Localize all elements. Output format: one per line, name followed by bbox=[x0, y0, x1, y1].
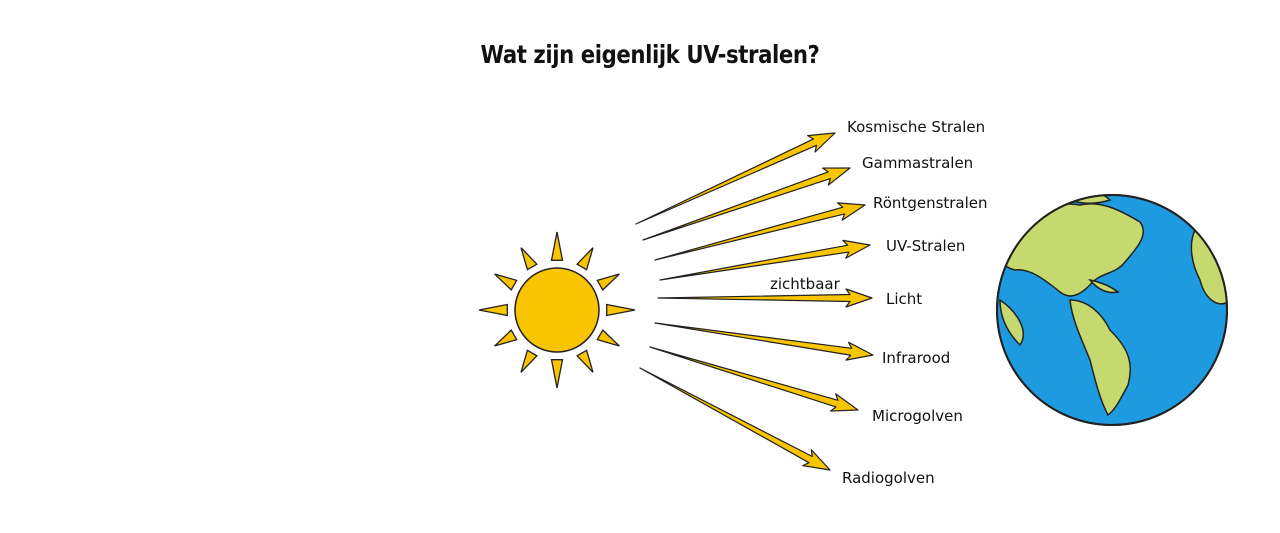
sun-ray bbox=[494, 273, 518, 291]
sun-ray bbox=[596, 329, 620, 347]
sun-ray bbox=[494, 329, 518, 347]
sun-ray bbox=[576, 349, 594, 373]
sun-ray bbox=[520, 349, 538, 373]
sun-ray bbox=[478, 303, 508, 317]
sun-ray bbox=[606, 303, 636, 317]
ray-label: Infrarood bbox=[882, 349, 950, 367]
sun-ray bbox=[596, 273, 620, 291]
ray-arrow bbox=[642, 167, 851, 241]
ray-label: Kosmische Stralen bbox=[847, 118, 985, 136]
ray-arrow bbox=[654, 202, 866, 261]
sun-ray bbox=[520, 247, 538, 271]
ray-label: Gammastralen bbox=[862, 154, 973, 172]
ray-arrow bbox=[657, 288, 873, 308]
ray-arrow bbox=[635, 132, 836, 225]
ray-label: Licht bbox=[886, 290, 922, 308]
page-title: Wat zijn eigenlijk UV-stralen? bbox=[480, 40, 820, 69]
sun-icon bbox=[478, 231, 636, 389]
ray-label: Radiogolven bbox=[842, 469, 935, 487]
ray-arrow bbox=[639, 367, 831, 471]
ray-label: Microgolven bbox=[872, 407, 963, 425]
ray-arrow bbox=[649, 346, 859, 412]
sun-disc bbox=[514, 267, 600, 353]
ray-label: Röntgenstralen bbox=[873, 194, 988, 212]
ray-arrow bbox=[654, 322, 874, 361]
sun-ray bbox=[550, 231, 564, 261]
ray-arrow bbox=[659, 239, 871, 281]
ray-sublabel: zichtbaar bbox=[770, 275, 841, 293]
ray-label: UV-Stralen bbox=[886, 237, 965, 255]
sun-ray bbox=[550, 359, 564, 389]
ray-arrows bbox=[635, 132, 874, 471]
sun-ray bbox=[576, 247, 594, 271]
earth-globe-icon bbox=[996, 194, 1228, 426]
